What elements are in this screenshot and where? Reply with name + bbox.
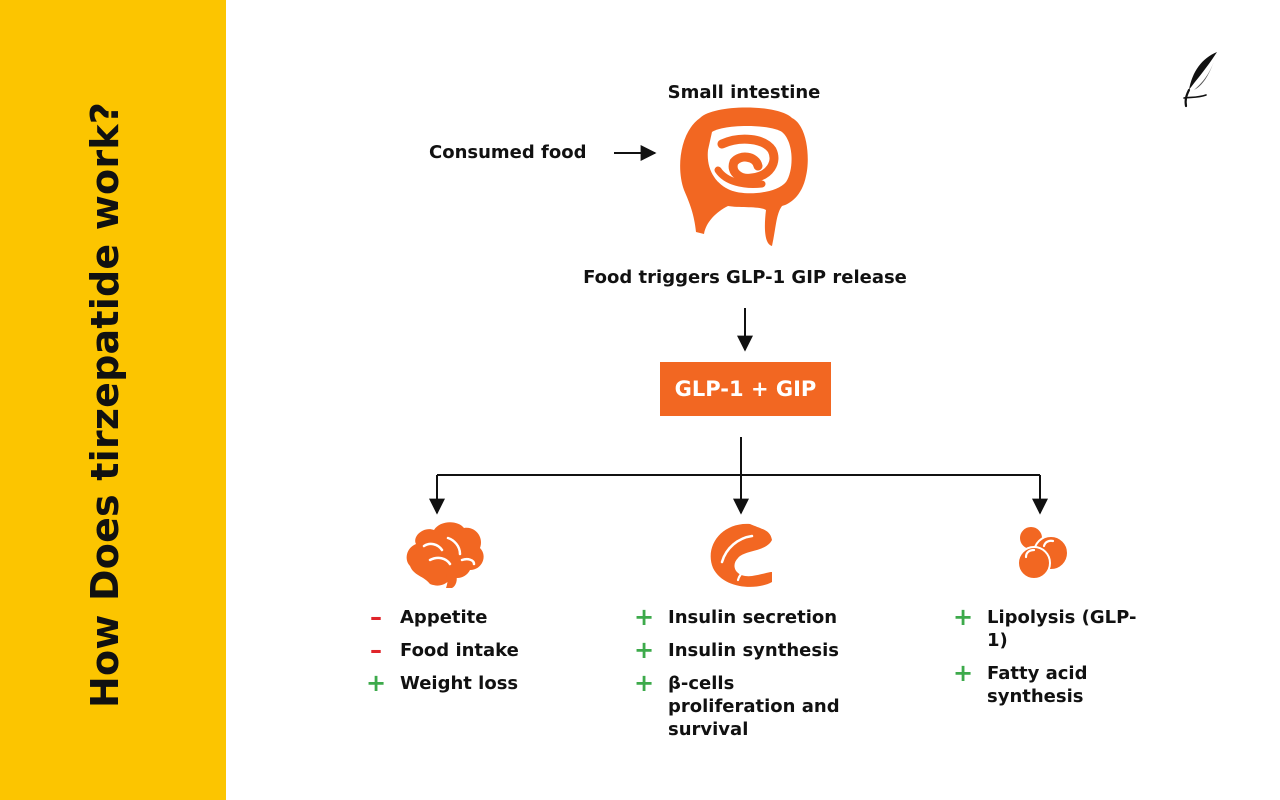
small-intestine-label: Small intestine xyxy=(667,82,821,103)
brain-icon xyxy=(406,522,484,588)
effect-item: + Weight loss xyxy=(366,669,556,697)
intestine-icon xyxy=(680,107,808,246)
fat-effects-list: + Lipolysis (GLP-1) + Fatty acid synthesis xyxy=(953,603,1153,718)
plus-sign-icon: + xyxy=(634,603,655,631)
effect-item: + β-cells proliferation and survival xyxy=(634,669,864,741)
consumed-food-label: Consumed food xyxy=(429,142,587,163)
feather-logo-icon xyxy=(1183,52,1217,108)
effect-item: + Insulin synthesis xyxy=(634,636,864,664)
effect-item: + Fatty acid synthesis xyxy=(953,659,1153,708)
effect-text: Insulin secretion xyxy=(668,607,838,628)
sidebar-title: How Does tirzepatide work? xyxy=(83,101,127,709)
effect-text: β-cells proliferation and survival xyxy=(668,673,840,740)
sidebar: How Does tirzepatide work? xyxy=(0,0,226,800)
minus-sign-icon: – xyxy=(370,636,382,664)
effect-item: + Lipolysis (GLP-1) xyxy=(953,603,1153,652)
effect-item: –Appetite xyxy=(366,603,556,631)
pancreas-effects-list: + Insulin secretion + Insulin synthesis + β-c… xyxy=(634,603,864,751)
effect-text: Fatty acid synthesis xyxy=(987,663,1088,707)
effect-text: Insulin synthesis xyxy=(668,640,839,661)
effect-text: Appetite xyxy=(400,607,488,628)
effect-text: Food intake xyxy=(400,640,519,661)
trigger-label: Food triggers GLP-1 GIP release xyxy=(583,267,907,288)
plus-sign-icon: + xyxy=(634,669,655,697)
plus-sign-icon: + xyxy=(366,669,387,697)
plus-sign-icon: + xyxy=(953,659,974,687)
brain-effects-list: –Appetite–Food intake+Weight loss xyxy=(366,603,556,705)
pancreas-icon xyxy=(710,523,772,587)
effect-item: + Insulin secretion xyxy=(634,603,864,631)
fat-cells-icon xyxy=(1017,525,1069,580)
plus-sign-icon: + xyxy=(634,636,655,664)
effect-item: –Food intake xyxy=(366,636,556,664)
hormone-box: GLP-1 + GIP xyxy=(660,362,831,416)
effect-text: Weight loss xyxy=(400,673,519,694)
effect-text: Lipolysis (GLP-1) xyxy=(987,607,1137,651)
minus-sign-icon: – xyxy=(370,603,382,631)
plus-sign-icon: + xyxy=(953,603,974,631)
